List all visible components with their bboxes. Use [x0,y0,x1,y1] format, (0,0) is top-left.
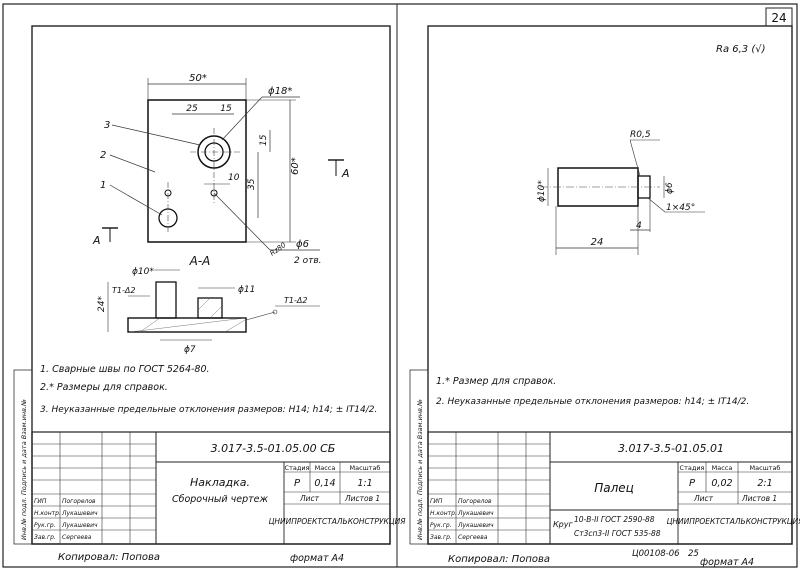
dim-10: 10 [228,173,240,183]
callout-1: 1 [100,180,106,191]
left-part-name: Накладка. [190,476,250,489]
left-frame [31,25,391,545]
dim-4: 4 [636,221,642,231]
callout-2: 2 [100,150,106,161]
left-note-2: 2.* Размеры для справок. [40,382,168,393]
dim-35: 35 [247,178,257,190]
page-number: 24 [771,11,786,25]
right-col-stage: Стадия [680,464,705,472]
dim-phi10-pin: ϕ10* [537,180,547,202]
left-col-scale: Масштаб [350,464,381,472]
section-label: А-А [189,254,211,268]
dim-24-pin: 24 [591,237,604,248]
right-name-4: Сергеева [458,534,488,541]
left-format: формат А4 [290,553,344,564]
outer-border [2,3,798,568]
weld-mark-1: Т1-Δ2 [112,286,135,295]
section-mark-left: А [92,234,101,247]
left-title-block: 3.017-3.5-01.05.00 СБ Накладка. Сборочны… [31,431,406,545]
dim-60: 60* [290,157,301,175]
right-role-1: ГИП [430,498,443,505]
section-base [127,317,247,333]
left-col-stage: Стадия [285,464,310,472]
dim-25: 25 [186,104,198,114]
left-name-1: Погорелов [62,498,96,505]
right-role-4: Зав.гр. [430,534,452,541]
right-drawing-code: 3.017-3.5-01.05.01 [618,442,724,455]
left-scale: 1:1 [357,478,372,489]
right-col-scale: Масштаб [750,464,781,472]
right-org: ЦНИИПРОЕКТСТАЛЬКОНСТРУКЦИЯ [667,517,800,526]
section-boss [197,297,223,319]
left-note-3: 3. Неуказанные предельные отклонения раз… [40,405,377,415]
right-order-num: 25 [688,549,699,559]
right-sheets-label: Листов 1 [741,494,777,503]
dim-15-right: 15 [259,134,269,146]
right-note-2: 2. Неуказанные предельные отклонения раз… [436,397,749,407]
dim-phi6-pin: ϕ6 [665,182,675,194]
left-note-1: 1. Сварные швы по ГОСТ 5264-80. [40,364,210,375]
left-col-mass: Масса [315,464,336,472]
callout-3: 3 [104,120,110,131]
section-pin [155,281,177,319]
left-mass: 0,14 [314,478,335,489]
left-name-4: Сергеева [62,534,92,541]
right-part-name: Палец [594,481,634,495]
right-role-2: Н.контр. [430,510,457,517]
right-sheet: Инв.№ подл. Подпись и дата Взам.инв.№ Ra… [409,25,800,568]
right-material-prefix: Круг [553,520,573,529]
left-side-stamp-text: Инв.№ подл. Подпись и дата Взам.инв.№ [20,399,28,540]
section-mark-right: А [341,167,350,180]
roughness-mark: Ra 6,3 (√) [716,44,766,55]
right-scale: 2:1 [757,478,772,489]
right-stage: Р [689,478,696,489]
right-name-2: Лукашевич [457,510,494,517]
plate-outline [147,99,247,243]
right-name-3: Лукашевич [457,522,494,529]
right-title-block: 3.017-3.5-01.05.01 Палец Стадия Масса Ма… [427,431,800,545]
right-material-line2: Ст3сп3-II ГОСТ 535-88 [574,529,661,538]
left-sheets-label: Листов 1 [344,494,380,503]
right-material-line1: 10-В-II ГОСТ 2590-88 [574,515,655,524]
right-order-code: Ц00108-06 [632,549,680,559]
right-col-mass: Масса [712,464,733,472]
right-copied: Копировал: Попова [448,554,550,565]
right-sheet-label: Лист [693,494,714,503]
left-name-2: Лукашевич [61,510,98,517]
left-drawing-code: 3.017-3.5-01.05.00 СБ [211,442,336,455]
dim-chamfer: 1×45° [666,203,695,213]
dim-50: 50* [189,73,207,84]
dim-phi6: ϕ6 [296,239,309,250]
left-copied: Копировал: Попова [58,552,160,563]
weld-mark-2: Т1-Δ2 [284,296,307,305]
left-part-subtitle: Сборочный чертеж [172,494,269,505]
left-org: ЦНИИПРОЕКТСТАЛЬКОНСТРУКЦИЯ [269,517,406,526]
left-role-3: Рук.гр. [34,522,56,529]
right-name-1: Погорелов [458,498,492,505]
left-role-4: Зав.гр. [34,534,56,541]
right-format: формат А4 [700,557,754,568]
left-name-3: Лукашевич [61,522,98,529]
right-side-stamp-text: Инв.№ подл. Подпись и дата Взам.инв.№ [416,399,424,540]
left-role-2: Н.контр. [34,510,61,517]
dim-phi6-note: 2 отв. [294,256,322,266]
dim-phi11: ϕ11 [238,285,255,295]
right-note-1: 1.* Размер для справок. [436,376,556,387]
dim-rz: Rz80 [269,241,288,258]
dim-24: 24* [97,296,107,312]
left-stage: Р [294,478,301,489]
left-sheet-label: Лист [299,494,320,503]
dim-phi10: ϕ10* [132,267,154,277]
dim-r05: R0,5 [630,130,651,140]
dim-phi18: ϕ18* [268,86,292,97]
dim-15-top: 15 [220,104,232,114]
right-role-3: Рук.гр. [430,522,452,529]
right-mass: 0,02 [711,478,732,489]
left-sheet: Инв.№ подл. Подпись и дата Взам.инв.№ 50… [13,25,406,564]
dim-phi7: ϕ7 [184,345,196,355]
right-frame [427,25,793,545]
left-role-1: ГИП [34,498,47,505]
